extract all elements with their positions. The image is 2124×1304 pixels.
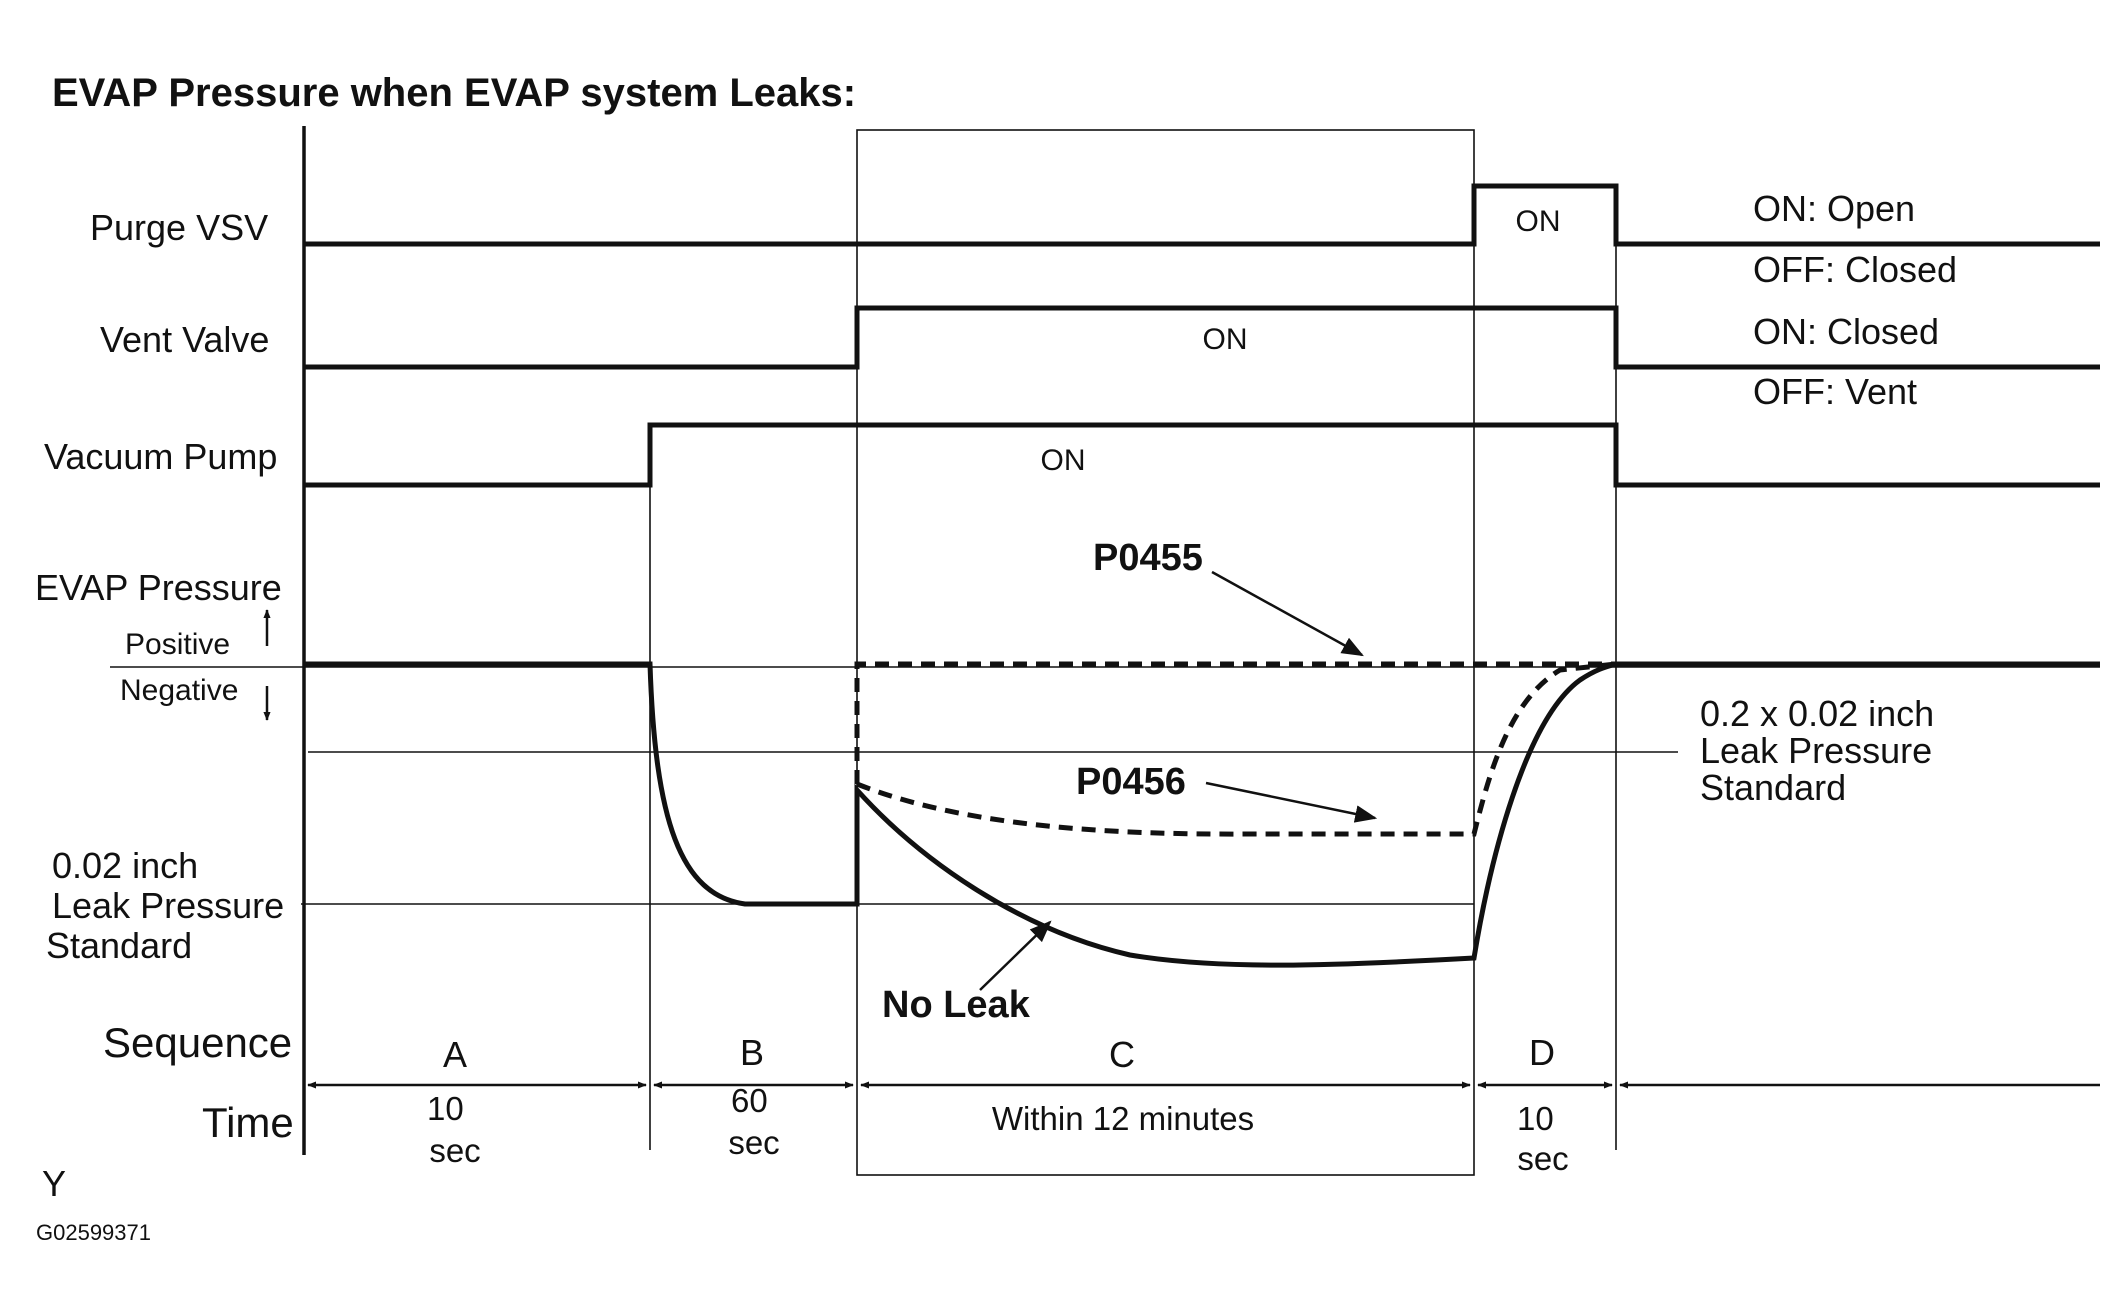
no-leak-pointer	[979, 920, 1052, 991]
purge-vsv-signal	[304, 183, 2100, 247]
purge-vsv-legend-off: OFF: Closed	[1753, 249, 1957, 290]
phase-c-time: Within 12 minutes	[992, 1100, 1254, 1137]
purge-vsv-legend-on: ON: Open	[1753, 188, 1915, 229]
phase-d-time: 10 sec	[1517, 1100, 1569, 1177]
figure-id: G02599371	[36, 1220, 151, 1245]
time-label: Time	[202, 1099, 294, 1146]
p0455-label: P0455	[1093, 537, 1203, 579]
vent-valve-on-text: ON	[1203, 323, 1248, 356]
corner-mark: Y	[42, 1163, 66, 1204]
positive-label: Positive	[125, 628, 230, 661]
vent-valve-signal	[304, 305, 2100, 370]
vent-valve-legend-on: ON: Closed	[1753, 311, 1939, 352]
phase-c-box	[856, 129, 1475, 1176]
vacuum-pump-on-text: ON	[1041, 444, 1086, 477]
phase-b-time: 60 sec	[728, 1082, 779, 1161]
sequence-label: Sequence	[103, 1019, 292, 1066]
diagram-title: EVAP Pressure when EVAP system Leaks:	[52, 71, 856, 115]
purge-vsv-on-text: ON	[1516, 205, 1561, 238]
p0456-curve	[856, 661, 1617, 837]
phase-c-label: C	[1109, 1034, 1135, 1075]
phase-b-label: B	[740, 1032, 764, 1073]
phase-d-label: D	[1529, 1032, 1555, 1073]
phase-a-label: A	[443, 1034, 467, 1075]
leak-02x002-label: 0.2 x 0.02 inch Leak Pressure Standard	[1700, 693, 1944, 808]
p0456-label: P0456	[1076, 761, 1186, 803]
no-leak-label: No Leak	[882, 984, 1031, 1026]
vacuum-pump-label: Vacuum Pump	[44, 436, 277, 477]
phase-a-time: 10 sec	[427, 1090, 481, 1169]
vent-valve-label: Vent Valve	[100, 319, 269, 360]
vent-valve-legend-off: OFF: Vent	[1753, 371, 1917, 412]
vacuum-pump-signal	[304, 422, 2100, 488]
p0455-pointer	[1211, 570, 1364, 657]
evap-pressure-label: EVAP Pressure	[35, 567, 282, 608]
purge-vsv-label: Purge VSV	[90, 207, 268, 248]
p0455-curve	[854, 661, 1616, 784]
no-leak-curve	[304, 661, 2100, 968]
negative-label: Negative	[120, 674, 238, 707]
p0456-pointer	[1205, 781, 1378, 823]
leak-002-label: 0.02 inch Leak Pressure Standard	[46, 845, 294, 966]
